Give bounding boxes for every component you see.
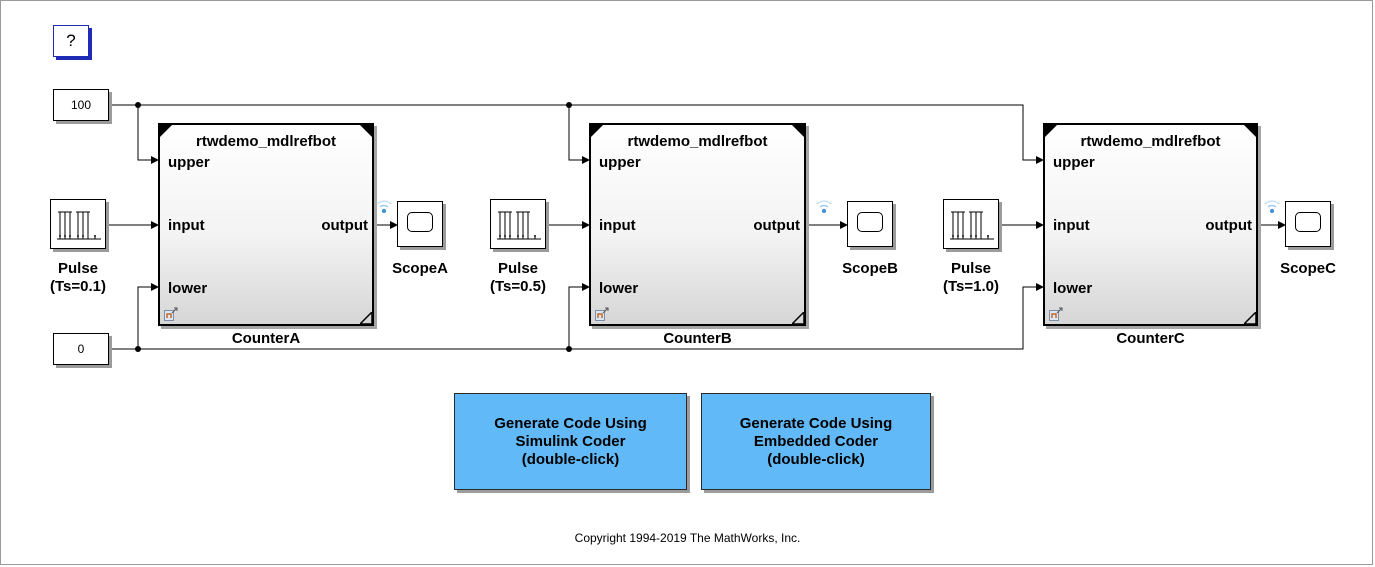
port-upper-label: upper — [168, 154, 210, 171]
model-reference-badge-icon — [164, 307, 178, 321]
corner-mark-icon — [792, 125, 804, 137]
junction-dot — [566, 102, 572, 108]
pulse-a-label-text: Pulse (Ts=0.1) — [50, 260, 106, 295]
pulse-generator-c[interactable] — [943, 199, 999, 249]
port-input-label: input — [599, 217, 636, 234]
scope-screen-icon — [407, 212, 433, 232]
pulse-b-label-text: Pulse (Ts=0.5) — [490, 260, 546, 295]
corner-mark-icon — [360, 312, 372, 324]
signal-logging-icon — [376, 200, 392, 213]
port-output-label: output — [753, 217, 800, 234]
model-name: rtwdemo_mdlrefbot — [1080, 133, 1221, 150]
wire-upper-b — [568, 105, 590, 164]
model-reference-badge-icon — [1049, 307, 1063, 321]
pulse-b-label: Pulse (Ts=0.5) — [468, 260, 568, 296]
pulse-generator-a[interactable] — [50, 199, 106, 249]
constant-lower-block[interactable]: 0 — [53, 333, 109, 365]
pulse-icon — [950, 211, 994, 240]
port-input-label: input — [168, 217, 205, 234]
pulse-icon — [57, 211, 101, 240]
constant-upper-block[interactable]: 100 — [53, 89, 109, 121]
pulse-c-label-text: Pulse (Ts=1.0) — [943, 260, 999, 295]
port-lower-label: lower — [168, 280, 208, 297]
scope-a-block[interactable] — [397, 201, 443, 247]
scope-b-label: ScopeB — [842, 260, 898, 277]
corner-mark-icon — [1045, 125, 1057, 137]
wire-lower-a — [137, 283, 159, 349]
port-lower-label: lower — [599, 280, 639, 297]
wire-upper-a — [137, 105, 159, 164]
pulse-c-label: Pulse (Ts=1.0) — [921, 260, 1021, 296]
junction-dot — [135, 102, 141, 108]
scope-c-block[interactable] — [1285, 201, 1331, 247]
pulse-icon — [497, 211, 541, 240]
pulse-a-label: Pulse (Ts=0.1) — [28, 260, 128, 296]
port-lower-label: lower — [1053, 280, 1093, 297]
corner-mark-icon — [1244, 312, 1256, 324]
model-reference-badge-icon — [595, 307, 609, 321]
model-name: rtwdemo_mdlrefbot — [627, 133, 768, 150]
pulse-generator-b[interactable] — [490, 199, 546, 249]
model-name: rtwdemo_mdlrefbot — [195, 133, 336, 150]
generate-embedded-coder-button[interactable]: Generate Code Using Embedded Coder (doub… — [701, 393, 931, 490]
scope-b-block[interactable] — [847, 201, 893, 247]
junction-dot — [566, 346, 572, 352]
scope-screen-icon — [857, 212, 883, 232]
copyright-text: Copyright 1994-2019 The MathWorks, Inc. — [574, 531, 801, 545]
port-upper-label: upper — [599, 154, 641, 171]
corner-mark-icon — [360, 125, 372, 137]
corner-mark-icon — [160, 125, 172, 137]
scope-c-label: ScopeC — [1280, 260, 1336, 277]
counter-b-label: CounterB — [663, 330, 732, 347]
wire-lower-b — [568, 283, 590, 349]
signal-logging-icon — [816, 200, 832, 213]
port-output-label: output — [321, 217, 368, 234]
model-reference-counter-b[interactable]: rtwdemo_mdlrefbot upper input lower outp… — [589, 123, 806, 326]
counter-a-label: CounterA — [231, 330, 301, 347]
corner-mark-icon — [792, 312, 804, 324]
port-upper-label: upper — [1053, 154, 1095, 171]
model-reference-counter-c[interactable]: rtwdemo_mdlrefbot upper input lower outp… — [1043, 123, 1258, 326]
signal-logging-icon — [1264, 200, 1280, 213]
junction-dot — [135, 346, 141, 352]
port-input-label: input — [1053, 217, 1090, 234]
scope-a-label: ScopeA — [392, 260, 448, 277]
help-button[interactable]: ? — [53, 25, 89, 57]
model-reference-counter-a[interactable]: rtwdemo_mdlrefbot upper input lower outp… — [158, 123, 374, 326]
scope-screen-icon — [1295, 212, 1321, 232]
counter-c-label: CounterC — [1116, 330, 1185, 347]
corner-mark-icon — [591, 125, 603, 137]
port-output-label: output — [1205, 217, 1252, 234]
generate-simulink-coder-button[interactable]: Generate Code Using Simulink Coder (doub… — [454, 393, 687, 490]
corner-mark-icon — [1244, 125, 1256, 137]
